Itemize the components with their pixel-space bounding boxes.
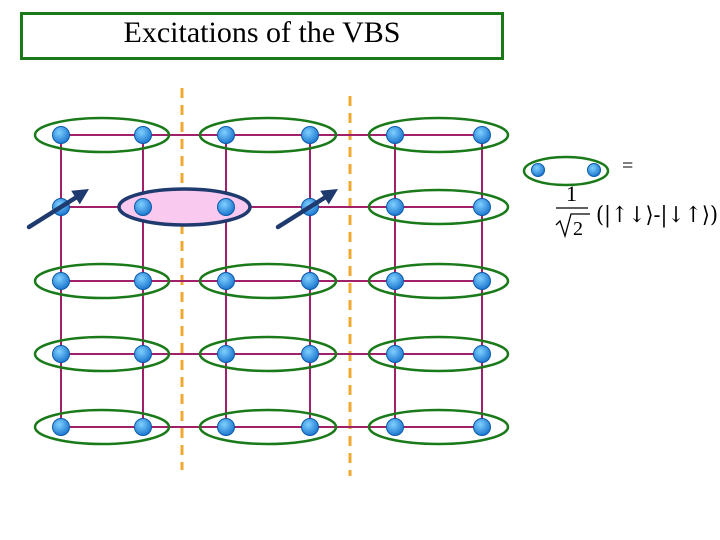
dimer-ring — [367, 408, 510, 446]
legend-equals: = — [622, 155, 633, 177]
lattice-site — [473, 198, 491, 216]
spin-arrow-shaft-1 — [26, 192, 83, 230]
shifted-dimer-ring — [117, 187, 252, 227]
lattice-site — [301, 126, 319, 144]
dimer-ring — [198, 335, 338, 373]
dimer-ring — [367, 262, 510, 300]
lattice-site — [52, 272, 70, 290]
lattice-site — [134, 272, 152, 290]
lattice-site — [473, 272, 491, 290]
dimer-ring — [33, 116, 171, 154]
spin-arrow-shaft-2 — [275, 192, 332, 230]
legend-radicand: 2 — [573, 218, 583, 240]
dimer-ring — [198, 408, 338, 446]
lattice-site — [52, 418, 70, 436]
lattice-site — [134, 418, 152, 436]
lattice-site — [217, 345, 235, 363]
dimer-ring — [198, 116, 338, 154]
lattice-site — [301, 272, 319, 290]
legend-dimer-ring — [522, 155, 610, 187]
legend-numerator: 1 — [566, 181, 577, 206]
legend-site-left — [531, 163, 545, 177]
lattice-site — [217, 198, 235, 216]
lattice-site — [386, 345, 404, 363]
dimer-ring — [33, 408, 171, 446]
lattice-site — [386, 418, 404, 436]
lattice-site — [473, 345, 491, 363]
lattice-site — [473, 418, 491, 436]
singlet-legend: = 1 2 (|↑↓⟩-|↓↑⟩) — [522, 155, 718, 240]
lattice-site — [301, 345, 319, 363]
spin-arrow-head-2 — [320, 189, 338, 205]
lattice-site — [301, 418, 319, 436]
sqrt-sign — [555, 213, 590, 239]
dimer-ring — [367, 335, 510, 373]
dimer-ring — [367, 188, 510, 226]
singlet-formula: (|↑↓⟩-|↓↑⟩) — [596, 203, 718, 228]
slide-title: Excitations of the VBS — [123, 16, 401, 49]
lattice-site — [52, 126, 70, 144]
lattice-site — [386, 272, 404, 290]
lattice-site — [386, 198, 404, 216]
spin-arrow-head-1 — [71, 189, 89, 205]
legend-site-right — [587, 163, 601, 177]
lattice-site — [217, 126, 235, 144]
lattice-site — [134, 126, 152, 144]
lattice-site — [217, 272, 235, 290]
lattice-site — [134, 345, 152, 363]
dimer-ring — [33, 335, 171, 373]
lattice-site — [386, 126, 404, 144]
lattice-site — [217, 418, 235, 436]
lattice-site — [134, 198, 152, 216]
dimer-ring — [367, 116, 510, 154]
lattice-site — [52, 345, 70, 363]
title-box: Excitations of the VBS — [20, 12, 504, 60]
lattice-site — [473, 126, 491, 144]
dimer-ring — [33, 262, 171, 300]
dimer-ring — [198, 262, 338, 300]
